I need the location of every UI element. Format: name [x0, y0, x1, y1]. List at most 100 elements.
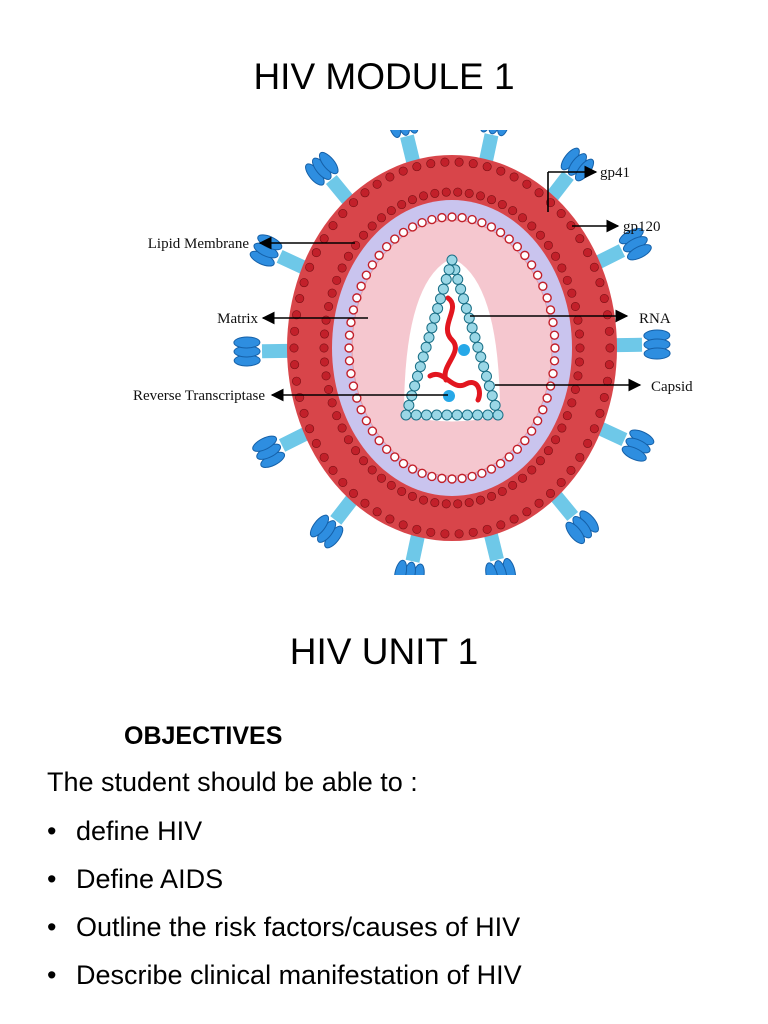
- matrix-bead: [532, 270, 543, 280]
- membrane-bead: [602, 310, 612, 320]
- membrane-bead: [338, 209, 348, 219]
- membrane-bead: [320, 357, 330, 367]
- membrane-bead: [570, 385, 580, 395]
- membrane-bead: [327, 398, 337, 408]
- unit-title: HIV UNIT 1: [289, 631, 479, 672]
- matrix-bead: [348, 381, 359, 391]
- matrix-bead: [542, 293, 552, 303]
- membrane-bead: [599, 294, 609, 304]
- membrane-bead: [583, 438, 593, 448]
- matrix-bead: [390, 234, 400, 244]
- membrane-bead: [454, 529, 464, 539]
- matrix-bead: [407, 464, 418, 474]
- matrix-bead: [437, 212, 447, 223]
- membrane-bead: [535, 456, 545, 466]
- membrane-bead: [508, 480, 518, 490]
- matrix-bead: [495, 458, 506, 469]
- membrane-bead: [441, 499, 451, 509]
- membrane-bead: [311, 248, 321, 258]
- membrane-bead: [338, 477, 348, 487]
- membrane-bead: [290, 360, 300, 370]
- membrane-bead: [482, 162, 492, 172]
- matrix-bead: [348, 305, 359, 315]
- membrane-bead: [557, 423, 567, 433]
- membrane-bead: [487, 491, 497, 501]
- objective-text: Describe clinical manifestation of HIV: [76, 960, 522, 990]
- matrix-bead: [344, 330, 355, 340]
- virion: [233, 130, 671, 575]
- membrane-bead: [386, 480, 396, 490]
- matrix-bead: [374, 250, 384, 261]
- membrane-bead: [311, 438, 321, 448]
- spike-knob: [387, 130, 419, 138]
- membrane-bead: [376, 213, 386, 223]
- membrane-bead: [324, 385, 334, 395]
- membrane-bead: [419, 495, 429, 505]
- membrane-bead: [359, 456, 369, 466]
- rna-strand: [442, 295, 458, 383]
- hiv-virion-diagram: gp41 gp120 Lipid Membrane Matrix RNA Rev…: [133, 130, 693, 575]
- membrane-bead: [385, 514, 395, 524]
- capsid-bead: [458, 293, 469, 305]
- matrix-bead: [367, 260, 378, 270]
- capsid-bead: [455, 283, 467, 295]
- membrane-bead: [535, 230, 545, 240]
- capsid-bead: [492, 409, 504, 421]
- membrane-bead: [367, 221, 377, 231]
- membrane-bead: [398, 520, 408, 530]
- capsid-bead: [410, 409, 422, 421]
- spike-knob: [565, 510, 599, 545]
- membrane-bead: [441, 187, 451, 197]
- membrane-bead: [376, 473, 386, 483]
- matrix-bead: [545, 381, 556, 391]
- membrane-bead: [348, 198, 358, 208]
- membrane-bead: [551, 435, 561, 445]
- matrix-bead: [512, 444, 523, 454]
- membrane-bead: [319, 452, 329, 462]
- capsid-bead: [429, 312, 441, 324]
- membrane-bead: [343, 251, 353, 261]
- spike-knob: [621, 429, 655, 462]
- matrix-bead: [352, 293, 362, 303]
- membrane-bead: [430, 498, 440, 508]
- membrane-bead: [509, 172, 519, 182]
- matrix-bead: [542, 393, 552, 403]
- membrane-bead: [440, 529, 450, 539]
- spike-knob: [309, 514, 344, 549]
- membrane-bead: [305, 262, 315, 272]
- membrane-bead: [557, 263, 567, 273]
- label-arrows: [258, 165, 642, 402]
- membrane-bead: [327, 288, 337, 298]
- capsid-bead: [451, 409, 463, 421]
- membrane-bead: [509, 514, 519, 524]
- membrane-bead: [464, 498, 474, 508]
- membrane-bead: [574, 329, 584, 339]
- matrix-bead: [356, 281, 366, 291]
- membrane-bead: [583, 248, 593, 258]
- matrix-bead: [356, 405, 366, 415]
- membrane-bead: [556, 477, 566, 487]
- matrix-bead: [477, 217, 487, 228]
- membrane-bead: [602, 376, 612, 386]
- membrane-bead: [426, 527, 436, 537]
- membrane-bead: [567, 398, 577, 408]
- matrix-bead: [532, 416, 543, 426]
- membrane-bead: [496, 166, 506, 176]
- matrix-bead: [504, 234, 514, 244]
- membrane-bead: [321, 371, 331, 381]
- matrix-bead: [417, 468, 427, 479]
- capsid-bead: [440, 273, 452, 285]
- objectives-intro: The student should be able to :: [47, 767, 418, 797]
- membrane-bead: [407, 491, 417, 501]
- capsid-bead: [481, 370, 492, 382]
- capsid-bead: [483, 380, 495, 392]
- membrane-bead: [328, 465, 338, 475]
- matrix-bead: [495, 227, 506, 238]
- membrane-bead: [556, 209, 566, 219]
- membrane-bead: [562, 275, 572, 285]
- capsid-bead: [400, 409, 412, 421]
- membrane-bead: [419, 191, 429, 201]
- membrane-bead: [496, 520, 506, 530]
- capsid-bead: [417, 351, 429, 363]
- membrane-bead: [522, 507, 532, 517]
